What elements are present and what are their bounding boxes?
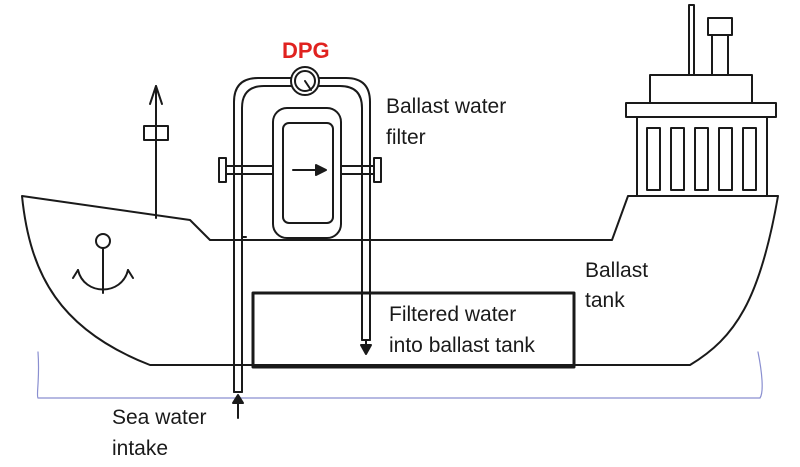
- dpg-label: DPG: [282, 38, 330, 63]
- ballast-water-filter: [272, 107, 342, 239]
- sea-water-intake-label-line1: Sea water: [112, 406, 207, 429]
- filtered-water-label-line1: Filtered water: [389, 303, 517, 326]
- ballast-tank-label-line2: tank: [585, 289, 625, 312]
- waterline: [36, 351, 763, 399]
- intake-arrow-icon: [232, 394, 244, 419]
- bridge-superstructure: [625, 74, 777, 197]
- anchor-icon: [72, 233, 134, 294]
- ship-hull: [21, 195, 779, 366]
- bow-mast: [143, 85, 169, 219]
- ballast-filter-label-line1: Ballast water: [386, 95, 507, 118]
- flow-arrow-icon: [292, 164, 327, 176]
- filtered-water-label-line2: into ballast tank: [389, 334, 535, 357]
- ballast-tank: [251, 291, 576, 369]
- funnel-mast: [688, 4, 733, 76]
- sea-water-intake-label-line2: intake: [112, 437, 169, 460]
- ballast-tank-label-line1: Ballast: [585, 259, 649, 282]
- ballast-filter-label-line2: filter: [386, 126, 426, 149]
- outflow-arrow-icon: [360, 339, 372, 355]
- pressure-gauge-icon: [290, 66, 320, 96]
